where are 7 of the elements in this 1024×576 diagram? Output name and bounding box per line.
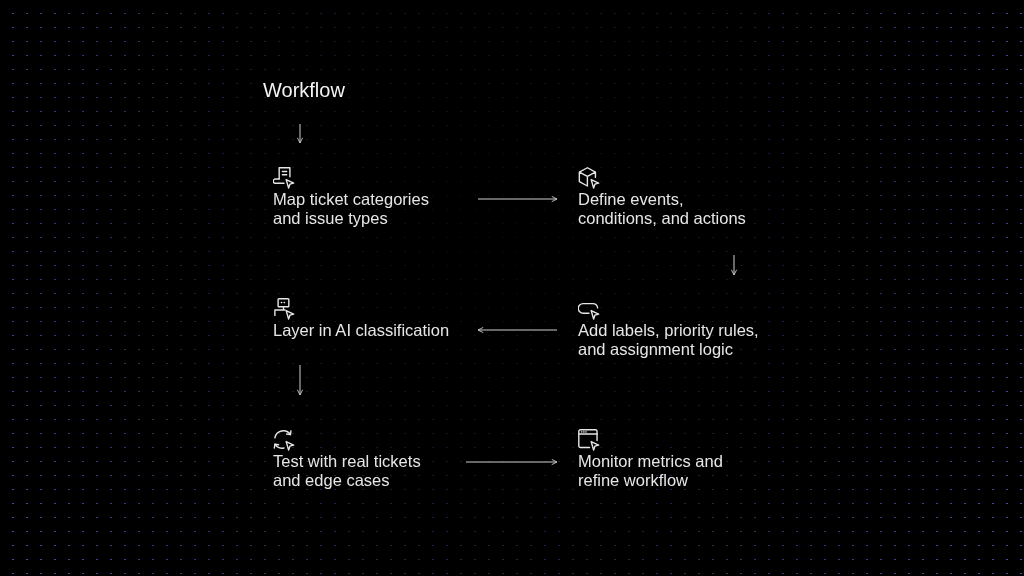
step-label: Add labels, priority rules, and assignment logic <box>578 321 760 359</box>
step-label: Map ticket categories and issue types <box>273 190 430 228</box>
step-label: Define events, conditions, and actions <box>578 190 747 228</box>
heading-text: Workflow <box>263 78 345 102</box>
step-label: Layer in AI classification <box>273 321 450 340</box>
step-label: Monitor metrics and refine workflow <box>578 452 724 490</box>
step-label: Test with real tickets and edge cases <box>273 452 422 490</box>
